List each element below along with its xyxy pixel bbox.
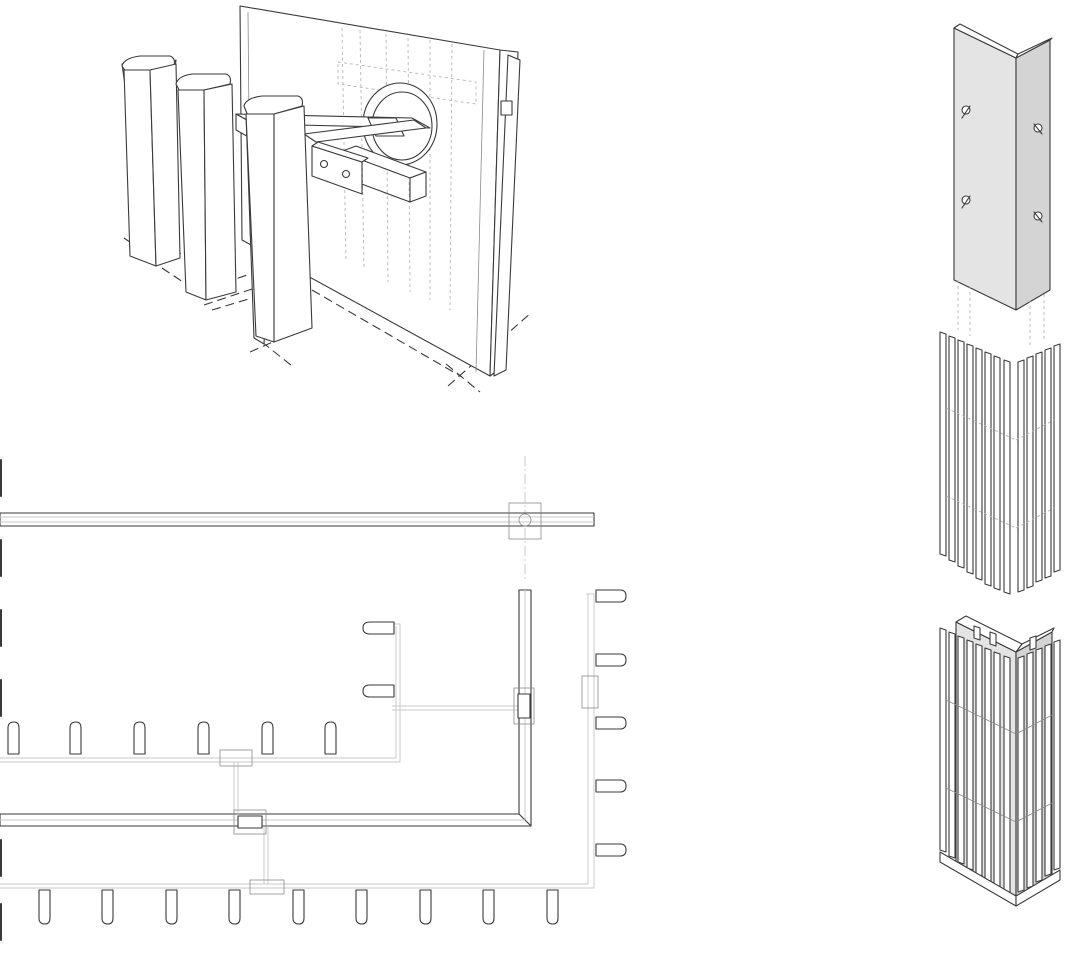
assembled-column	[939, 615, 1061, 907]
middle-beam	[0, 813, 532, 827]
fin-row-a	[7, 721, 337, 755]
fin-2	[175, 73, 237, 301]
fin-column-inner	[362, 621, 395, 698]
top-beam	[0, 502, 595, 540]
connectors	[219, 675, 599, 895]
fin-column-right	[595, 589, 627, 857]
isometric-fin-bracket-detail	[121, 5, 533, 393]
fin-3	[243, 95, 313, 345]
anchor-bolts	[961, 105, 1043, 223]
connection-plate	[311, 141, 369, 195]
fin-1	[121, 55, 181, 267]
core-panel	[953, 23, 1053, 346]
fin-array-exploded	[939, 331, 1061, 595]
plan-view-fin-layout	[0, 456, 627, 941]
rails	[0, 593, 595, 889]
wall-panel	[239, 5, 521, 377]
exploded-column-cladding	[939, 23, 1061, 907]
fin-row-b	[38, 889, 559, 925]
